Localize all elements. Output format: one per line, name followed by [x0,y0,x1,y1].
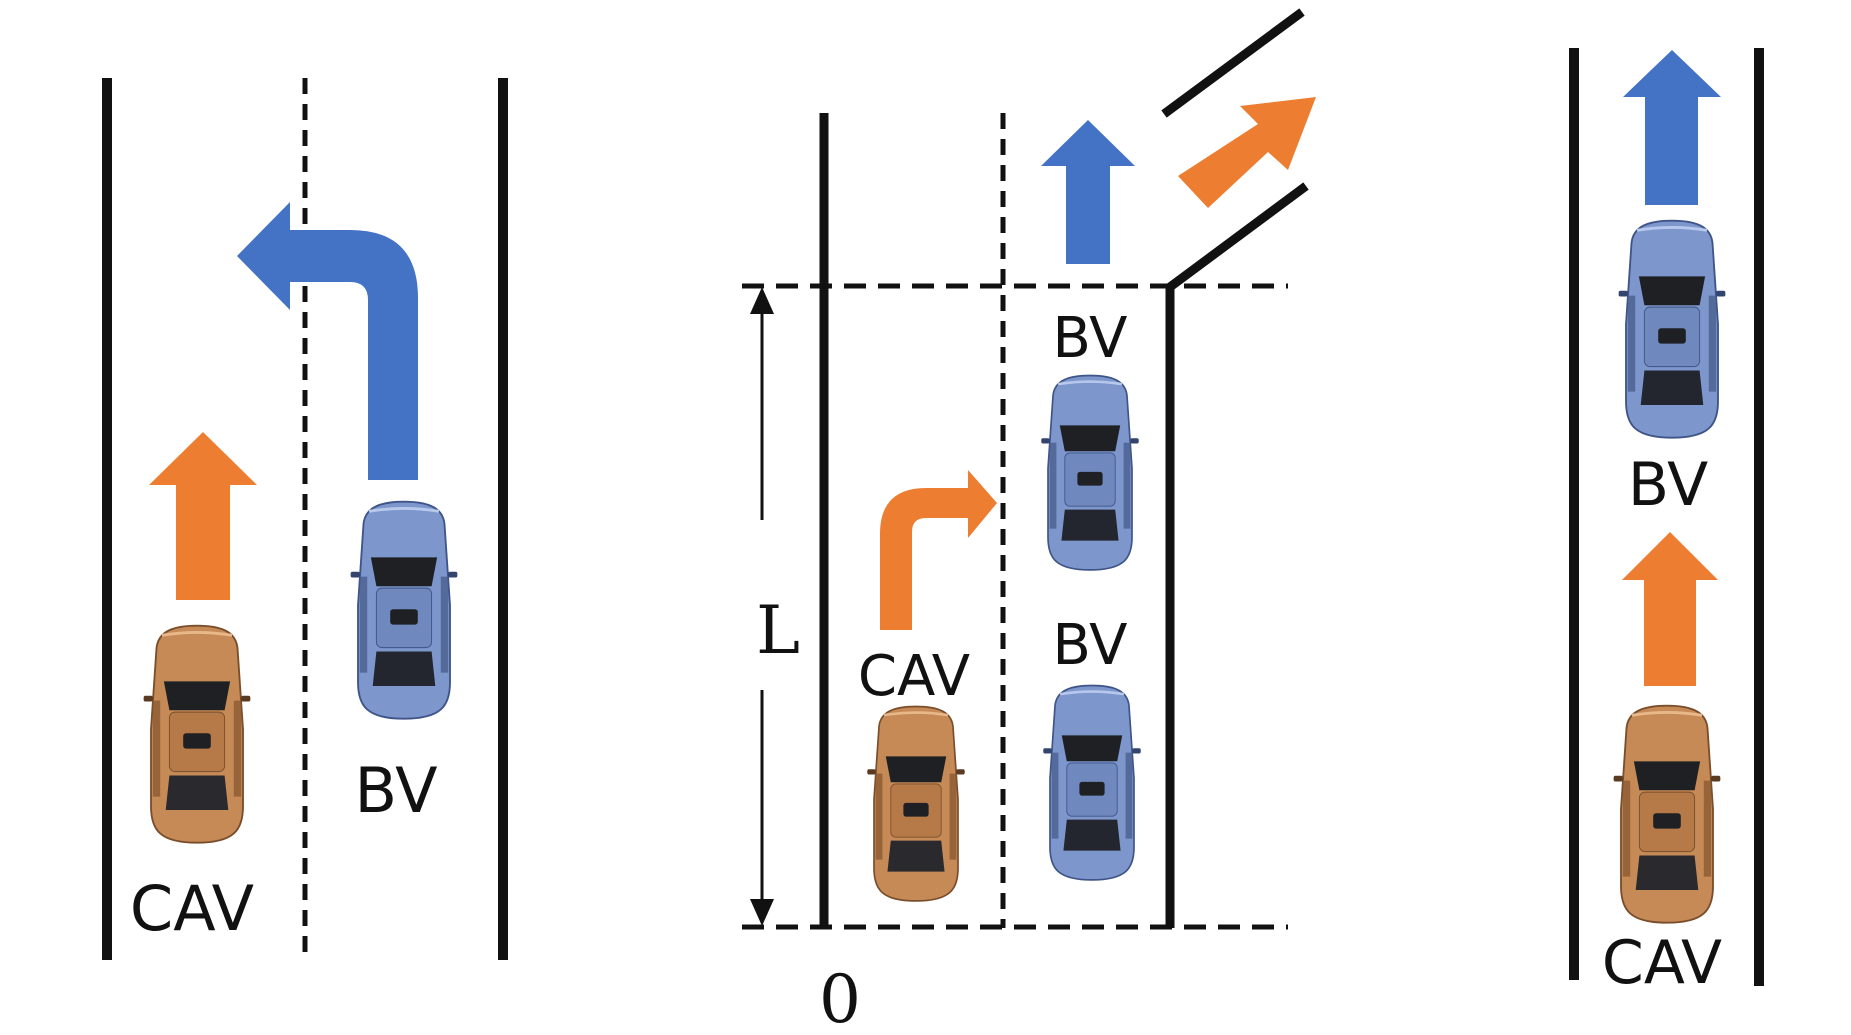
bv-upper-car-icon [1039,374,1141,572]
panel-lane-change: BV CAV [102,78,508,960]
bv-car-icon [1617,219,1727,440]
length-arrowhead-bottom [750,899,774,926]
bv-lower-car-icon [1041,684,1143,882]
bv-upper-label: BV [1052,306,1127,371]
cav-car-icon [142,624,252,845]
ramp-edge-lower [1167,182,1309,291]
bv-lower-label: BV [1052,613,1127,678]
cav-straight-arrow [149,432,257,600]
bv-lane-change-arrow [237,202,418,480]
bv-label: BV [354,754,437,827]
cav-label: CAV [858,644,970,709]
panel-car-following: BV CAV [1569,48,1764,998]
length-label: L [756,592,800,669]
bv-straight-arrow [1623,50,1721,205]
origin-label: 0 [819,961,861,1035]
cav-car-icon [865,705,967,903]
bv-label: BV [1628,450,1708,520]
cav-ramp-arrow [1178,97,1316,208]
length-arrowhead-top [750,287,774,314]
bv-car-icon [349,500,459,721]
cav-lane-change-arrow [880,470,997,630]
cav-label: CAV [130,872,254,945]
bv-straight-arrow [1041,120,1135,264]
cav-straight-arrow [1622,532,1718,686]
cav-car-icon [1612,704,1722,925]
ramp-edge-upper [1161,8,1305,118]
cav-label: CAV [1602,928,1722,998]
panel-merge: L 0 BV BV CAV [742,8,1316,1035]
